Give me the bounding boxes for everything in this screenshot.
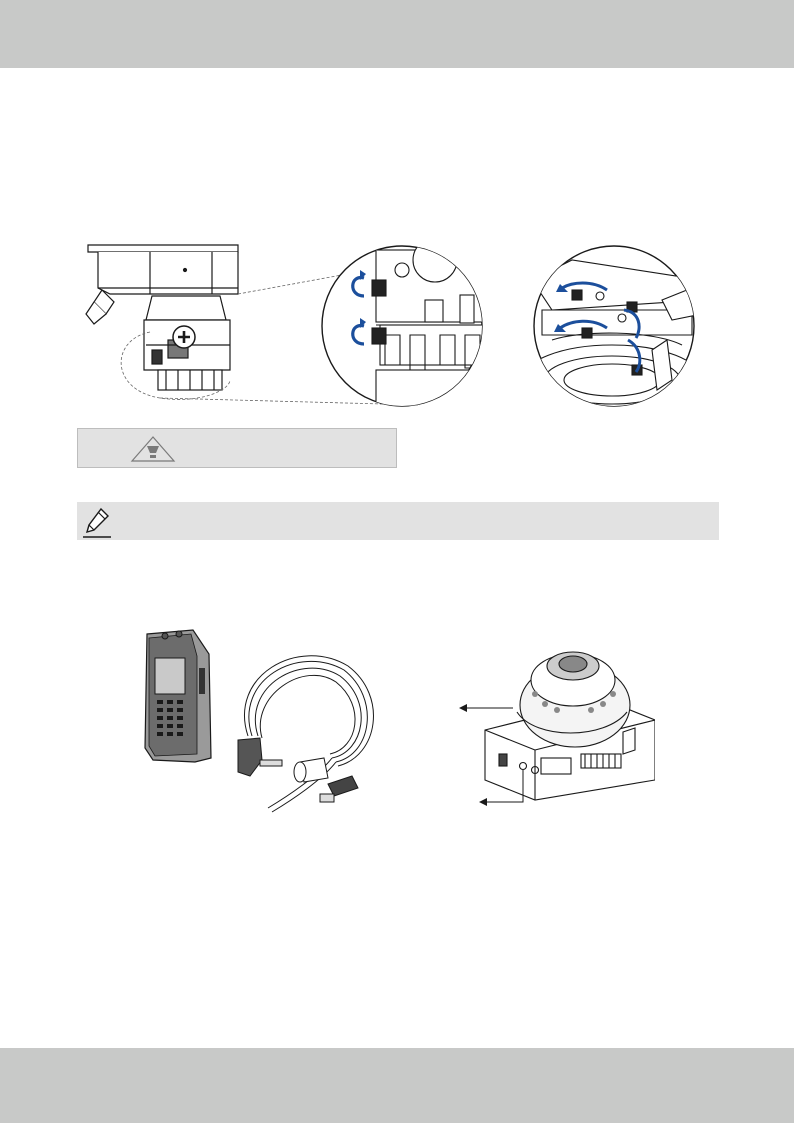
camera-base-figure (85, 244, 483, 407)
page-footer-bar (0, 1048, 794, 1123)
caution-box (77, 428, 397, 468)
caution-triangle-icon (130, 436, 176, 462)
video-cable-figure (237, 655, 374, 813)
handheld-test-monitor-figure (144, 629, 212, 763)
dome-camera-ports-figure (459, 651, 655, 806)
pencil-note-icon (83, 507, 111, 538)
page-header-bar (0, 0, 794, 68)
note-box (77, 502, 719, 540)
lens-module-figure (533, 245, 695, 407)
